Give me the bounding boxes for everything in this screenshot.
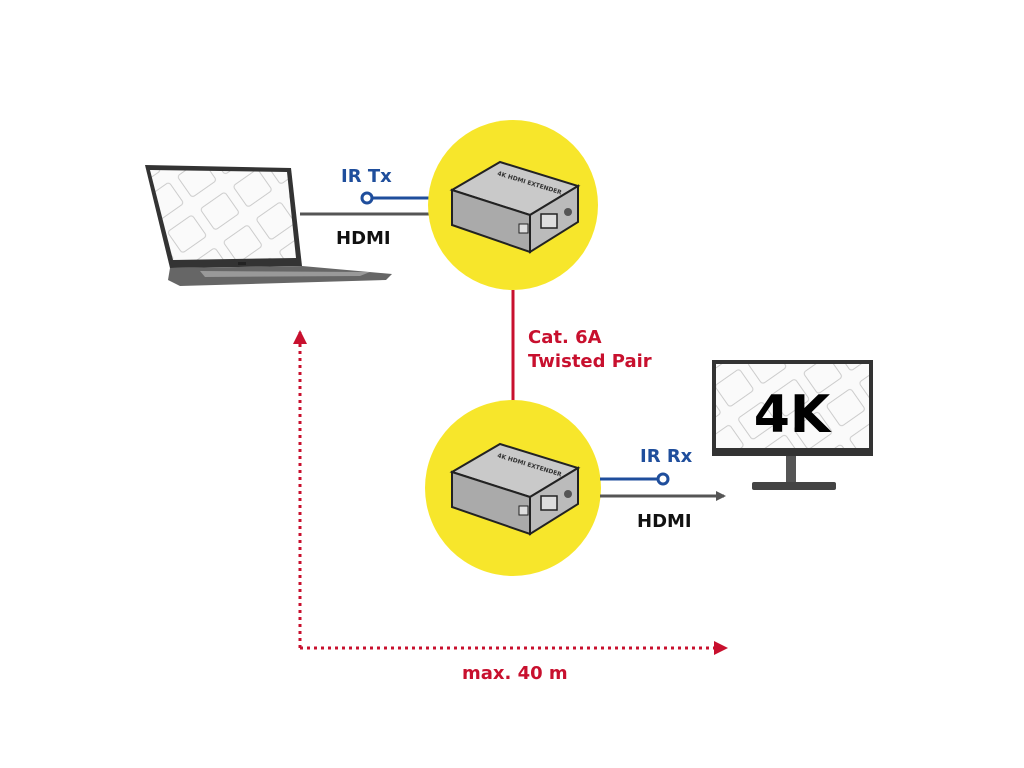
hdmi-output-label: HDMI bbox=[637, 511, 692, 532]
ir-rx-sensor-icon bbox=[656, 472, 670, 486]
ir-tx-emitter-icon bbox=[360, 191, 374, 205]
ir-tx-label: IR Tx bbox=[341, 166, 392, 187]
monitor-4k-label: 4K bbox=[754, 385, 832, 445]
distance-label: max. 40 m bbox=[462, 663, 568, 684]
cable-label-line2: Twisted Pair bbox=[528, 351, 652, 372]
monitor-icon bbox=[712, 360, 873, 490]
cable-label-line1: Cat. 6A bbox=[528, 327, 602, 348]
transmitter-device-icon bbox=[428, 120, 598, 290]
receiver-device-icon bbox=[425, 400, 601, 576]
hdmi-input-label: HDMI bbox=[336, 228, 391, 249]
ir-rx-label: IR Rx bbox=[640, 446, 693, 467]
laptop-icon bbox=[145, 165, 392, 286]
